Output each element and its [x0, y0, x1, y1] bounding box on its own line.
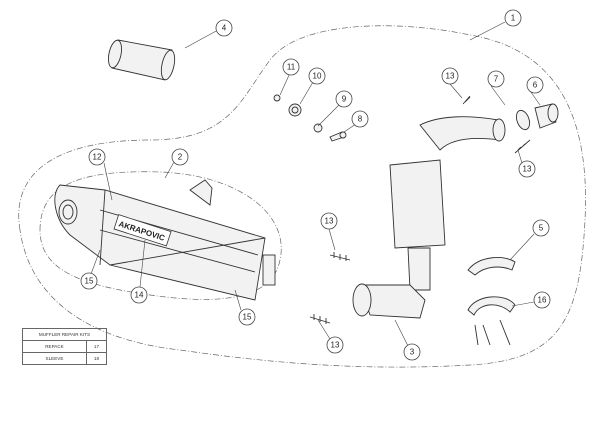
svg-text:6: 6 — [533, 81, 538, 90]
table-title: MUFFLER REPAIR KITS — [22, 328, 107, 341]
callout-13: 13 — [320, 212, 338, 230]
callout-16: 16 — [533, 291, 551, 309]
svg-text:1: 1 — [511, 14, 516, 23]
svg-text:2: 2 — [178, 153, 183, 162]
springs-13 — [309, 95, 531, 324]
svg-text:12: 12 — [93, 153, 102, 162]
callout-6: 6 — [526, 76, 544, 94]
assembly-2-outline — [39, 171, 282, 300]
svg-text:15: 15 — [85, 277, 94, 286]
hardware-parts — [273, 94, 347, 142]
callout-3: 3 — [403, 343, 421, 361]
part-2-muffler: AKRAPOVIC — [54, 179, 276, 301]
svg-text:10: 10 — [313, 72, 322, 81]
callout-13: 13 — [441, 67, 459, 85]
leader-lines — [90, 21, 541, 347]
clamps-5-16 — [467, 257, 516, 346]
part-3-header-pipe — [352, 116, 506, 319]
kit-name: REPACK — [22, 340, 87, 353]
assembly-1-outline — [18, 25, 586, 368]
callout-11: 11 — [282, 58, 300, 76]
callout-13: 13 — [518, 160, 536, 178]
callout-7: 7 — [487, 70, 505, 88]
callout-10: 10 — [308, 67, 326, 85]
svg-text:16: 16 — [538, 296, 547, 305]
svg-text:13: 13 — [331, 341, 340, 350]
callout-15: 15 — [238, 308, 256, 326]
callout-15: 15 — [80, 272, 98, 290]
kit-part-number: 18 — [85, 352, 108, 365]
svg-text:15: 15 — [243, 313, 252, 322]
callout-5: 5 — [532, 219, 550, 237]
svg-text:14: 14 — [135, 291, 144, 300]
kit-name: SLEEVE — [22, 352, 87, 365]
parts-6-7 — [515, 103, 559, 131]
part-4-sleeve — [107, 39, 176, 81]
svg-text:9: 9 — [342, 95, 347, 104]
callout-14: 14 — [130, 286, 148, 304]
svg-text:7: 7 — [494, 75, 499, 84]
svg-text:13: 13 — [325, 217, 334, 226]
table-row: REPACK 17 — [22, 340, 108, 353]
callout-1: 1 — [504, 9, 522, 27]
kit-part-number: 17 — [85, 340, 108, 353]
svg-text:3: 3 — [410, 348, 415, 357]
svg-text:13: 13 — [446, 72, 455, 81]
callout-13: 13 — [326, 336, 344, 354]
table-row: SLEEVE 18 — [22, 352, 108, 365]
svg-text:11: 11 — [287, 63, 296, 72]
callout-8: 8 — [351, 110, 369, 128]
svg-text:4: 4 — [222, 24, 227, 33]
callout-9: 9 — [335, 90, 353, 108]
svg-text:5: 5 — [539, 224, 544, 233]
callout-2: 2 — [171, 148, 189, 166]
muffler-repair-kits-table: MUFFLER REPAIR KITS REPACK 17 SLEEVE 18 — [22, 328, 108, 365]
callout-12: 12 — [88, 148, 106, 166]
callout-4: 4 — [215, 19, 233, 37]
svg-text:13: 13 — [523, 165, 532, 174]
svg-text:8: 8 — [358, 115, 363, 124]
